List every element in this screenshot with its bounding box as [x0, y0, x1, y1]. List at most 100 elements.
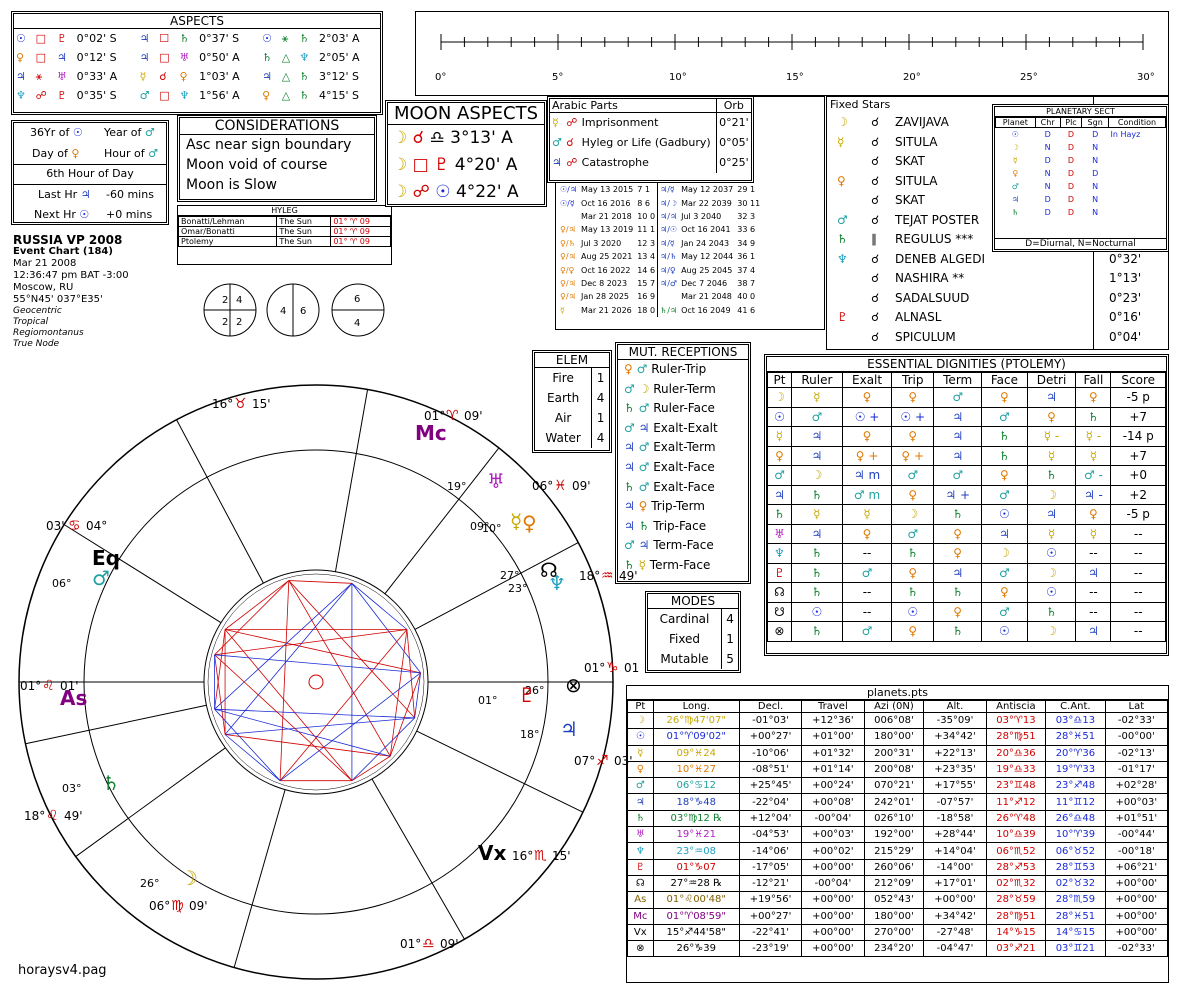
- dignity-cell: ♃: [767, 484, 792, 505]
- hyleg-method: Omar/Bonatti: [177, 226, 278, 237]
- arabic-aspect: ☌: [566, 136, 574, 149]
- dignity-cell: ♀: [891, 426, 935, 447]
- planet-cell: 212°09': [863, 874, 925, 893]
- arabic-name: Hyleg or Life (Gadbury): [581, 136, 711, 149]
- target-glyph: ♎: [429, 128, 445, 148]
- dignity-cell: -5 p: [1110, 387, 1166, 408]
- aspect-cell: ♇: [57, 32, 67, 45]
- wheel-planet-degree: 23°: [508, 582, 528, 595]
- planet-row: ♀10°♓27-08°51'+01°14'200°08'+23°35'19°♎3…: [627, 760, 1169, 779]
- dignity-cell: ♆: [767, 543, 792, 564]
- dignity-cell: ☉: [1026, 543, 1077, 564]
- planet-cell: 09°♓24: [652, 744, 740, 762]
- mutual-planet-b: ☿: [638, 557, 646, 572]
- mutual-planet-b: ♃: [638, 420, 650, 435]
- dignity-cell: ♇: [767, 562, 792, 583]
- progression-cell: Aug 25 2021: [581, 252, 633, 262]
- house-cusp-minute: 03': [614, 754, 633, 768]
- progression-cell: ♀/♄: [560, 238, 576, 248]
- wheel-planet-glyph: ☊: [540, 558, 558, 582]
- house-cusp-minute: 01': [60, 679, 79, 693]
- progression-cell: Oct 16 2049: [681, 305, 731, 315]
- aspect-cell: ♅: [57, 70, 67, 83]
- aspect-cell: ♅: [179, 51, 190, 64]
- mutual-planet-a: ♂: [624, 381, 635, 396]
- mutual-row: ♃ ♄ Trip-Face: [624, 517, 748, 537]
- progression-cell: 34 9: [737, 238, 756, 248]
- star-aspect: ☌: [871, 329, 880, 344]
- planet-cell: 26°♍47'07": [652, 711, 740, 730]
- dignity-cell: ♄: [767, 504, 792, 525]
- hyleg-point: The Sun: [276, 226, 332, 237]
- planet-cell: 06°♏52: [985, 842, 1047, 860]
- planet-cell: -22°04': [738, 793, 803, 811]
- moon-aspect-orb: 4°22' A: [455, 182, 519, 202]
- sect-header: Condition: [1108, 117, 1166, 128]
- progression-cell: 41 6: [737, 305, 756, 315]
- footer-filename: horaysv4.pag: [18, 963, 107, 978]
- sect-cell: D: [1044, 156, 1051, 165]
- ruler-label: 30°: [1137, 72, 1155, 83]
- mutual-planet-a: ♃: [624, 440, 635, 455]
- star-planet: ☿: [837, 134, 845, 149]
- star-aspect: ☌: [871, 251, 880, 266]
- arabic-name: Imprisonment: [581, 116, 659, 130]
- progression-cell: ♀/♀: [560, 265, 575, 275]
- progression-cell: Aug 25 2045: [681, 265, 733, 275]
- chart-subtitle: Event Chart (184): [13, 246, 113, 257]
- dignity-cell: ♀: [1075, 504, 1112, 525]
- star-name: DENEB ALGEDI: [895, 251, 985, 266]
- planet-cell: 180°00': [863, 907, 925, 925]
- progression-cell: 18 0: [635, 303, 659, 317]
- planet-cell: +12°04': [738, 809, 803, 828]
- planets-header: Alt.: [923, 700, 987, 713]
- progression-cell: May 12 2044: [681, 252, 734, 262]
- progression-cell: Oct 16 2022: [581, 265, 631, 275]
- wheel-planet-glyph: ♂: [92, 566, 110, 590]
- sect-cell: [1109, 154, 1166, 167]
- planet-cell: +00°27': [738, 728, 803, 746]
- house-cusp-sign: ♏: [534, 848, 547, 864]
- dignity-cell: ♀: [841, 523, 893, 544]
- planet-cell: -35°09': [923, 711, 987, 730]
- dignity-cell: ☉ +: [841, 406, 893, 427]
- planet-cell: 01°♑07: [652, 858, 740, 876]
- dignity-cell: ♃: [790, 445, 843, 466]
- planet-cell: 19°♓21: [652, 826, 740, 844]
- planet-cell: +01°00': [801, 728, 865, 746]
- aspect-line: [351, 755, 391, 782]
- planet-cell: +00°03': [1104, 793, 1169, 811]
- planet-cell: +14°04': [923, 842, 987, 860]
- star-name: ALNASL: [895, 310, 942, 324]
- dignity-cell: ☽: [1026, 484, 1077, 505]
- dignity-header: Term: [933, 372, 983, 388]
- planet-row: ♄03°♍12 ℞+12°04'-00°04'026°10'-18°58'26°…: [627, 809, 1169, 828]
- house-cusp-line: [75, 747, 226, 857]
- planet-cell: 192°00': [863, 826, 925, 844]
- arabic-aspect: ☍: [566, 156, 578, 169]
- hour-of-label: Hour of: [104, 147, 145, 160]
- mutual-planet-a: ♃: [624, 499, 635, 514]
- house-cusp-sign: ♒: [601, 568, 614, 584]
- star-name: TEJAT POSTER: [895, 212, 980, 227]
- dignity-row: ♂☽♃ m♂♂♀♄♂ -+0: [767, 465, 1166, 486]
- ruler-label: 20°: [903, 72, 921, 83]
- dignity-cell: ☽: [1026, 562, 1077, 583]
- aspect-cell: 3°12' S: [318, 70, 359, 83]
- planet-cell: 03°♎13: [1045, 711, 1106, 730]
- dignity-header: Ruler: [790, 372, 843, 388]
- progression-cell: ♃/☿: [660, 238, 675, 248]
- aspect-line: [214, 708, 415, 719]
- dignity-cell: ♄: [981, 445, 1028, 466]
- planet-row: ♃18°♑48-22°04'+00°08'242°01'-07°57'11°♐1…: [627, 793, 1169, 811]
- fixed-star-row: ☿☌SITULA: [827, 135, 1167, 155]
- planet-cell: +00°00': [1104, 923, 1169, 942]
- dignity-row: ♄☿☿☽♄☉♃♀-5 p: [767, 504, 1166, 525]
- house-cusp-degree: 18°: [579, 569, 600, 583]
